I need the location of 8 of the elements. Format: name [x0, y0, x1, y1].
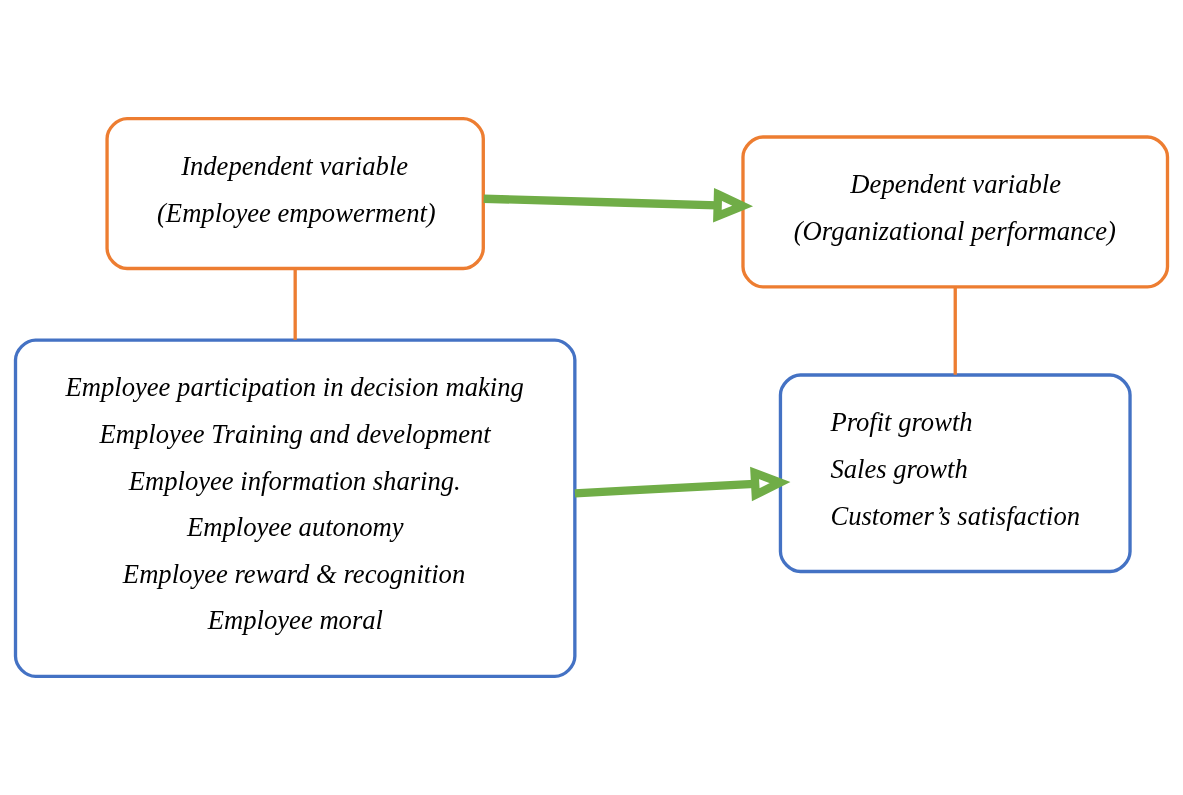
node-box: Profit growth Sales growth Customer’s satisfaction	[778, 373, 1132, 574]
arrow	[483, 187, 753, 223]
connector	[953, 286, 957, 375]
node-box: Dependent variable (Organizational performance)	[741, 135, 1170, 289]
node-box: Independent variable (Employee empowerment)	[105, 117, 485, 271]
node-box: Employee participation in decision making Employee Training and development Employee information sharing. Employee autonomy Employee reward & recognition Employee moral	[13, 338, 577, 678]
arrow	[574, 466, 791, 502]
connector	[293, 269, 297, 340]
